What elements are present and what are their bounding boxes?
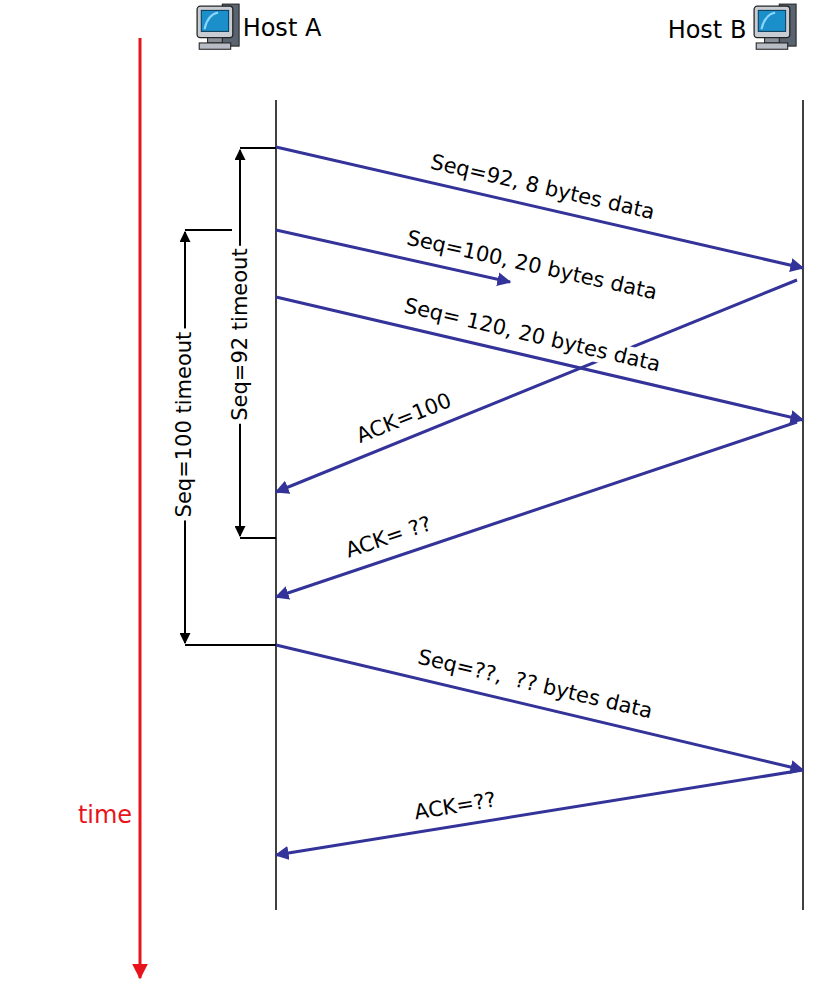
timeout-tick	[185, 644, 276, 646]
timeout-label: Seq=100 timeout	[173, 329, 196, 521]
timeout-tick	[185, 229, 232, 231]
segment-arrow	[276, 280, 797, 492]
time-axis	[139, 38, 142, 978]
segment-arrow	[276, 422, 797, 597]
host-name: Host A	[243, 15, 322, 41]
host-b-timeline	[802, 100, 804, 910]
timeout-tick	[240, 537, 276, 539]
host-name: Host B	[668, 17, 747, 43]
segment-arrow	[276, 770, 803, 855]
timeout-label: Seq=92 timeout	[228, 246, 251, 424]
segment-arrow	[276, 147, 803, 268]
segment-arrow	[276, 645, 803, 770]
axis-label: time	[78, 802, 132, 828]
segment-arrow	[276, 297, 803, 420]
computer-icon	[754, 4, 796, 49]
ack-label: ACK= ??	[339, 512, 436, 564]
computer-icon	[197, 4, 239, 49]
timeout-tick	[240, 147, 276, 149]
host-a-timeline	[275, 100, 277, 910]
